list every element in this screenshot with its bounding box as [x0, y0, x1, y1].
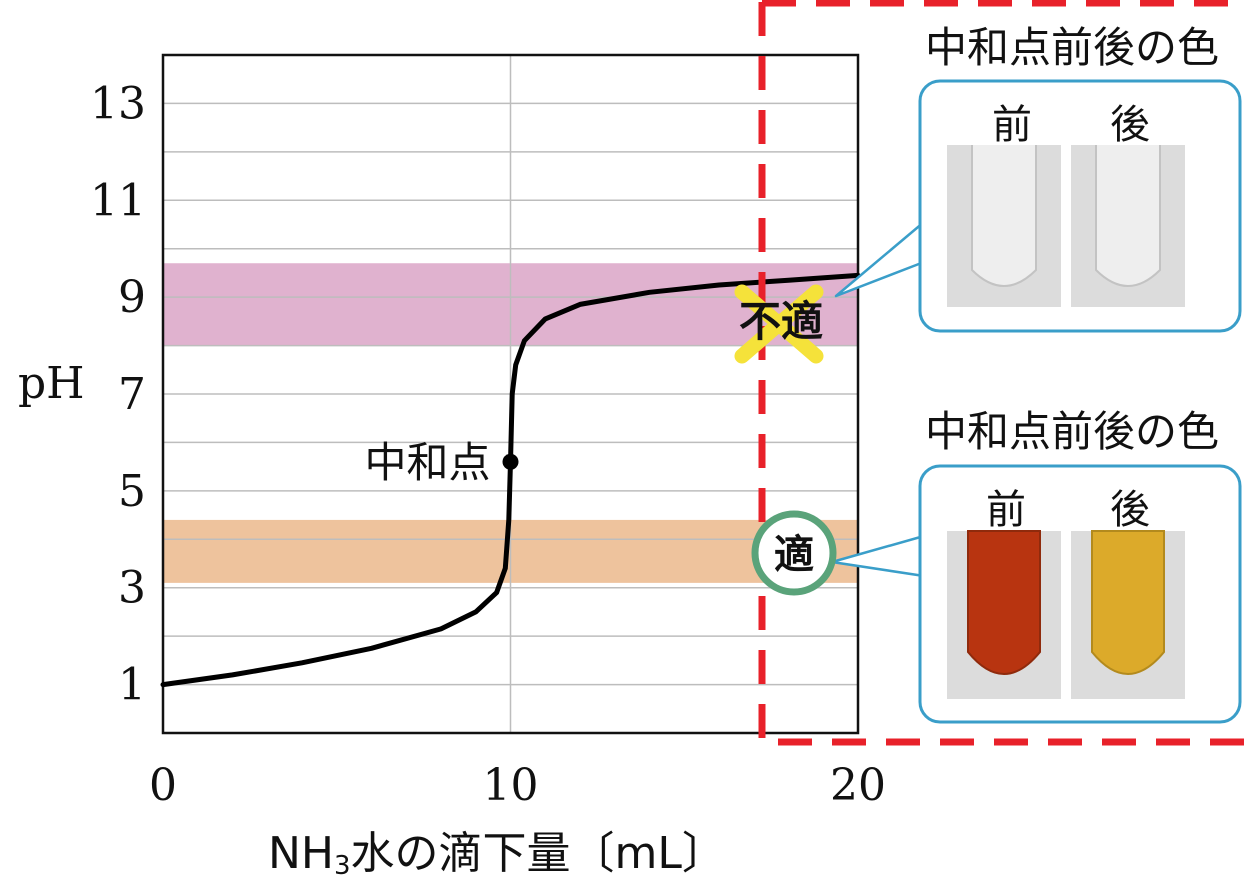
equivalence-point-marker — [502, 453, 519, 470]
suitable-circle-icon — [751, 510, 837, 596]
y-tick-label: 13 — [90, 78, 146, 129]
panel-2-after-label: 後 — [1110, 487, 1150, 533]
panel-2-after-tube-icon — [1091, 530, 1165, 675]
panel-1-after-tube-icon — [1095, 145, 1161, 287]
panel-1-before-label: 前 — [992, 102, 1032, 148]
y-tick-label: 5 — [118, 466, 146, 517]
x-tick-label: 0 — [149, 760, 177, 811]
y-tick-label: 11 — [90, 175, 146, 226]
y-tick-label: 7 — [118, 369, 146, 420]
panel-2-before-label: 前 — [986, 487, 1026, 533]
y-tick-label: 3 — [118, 563, 146, 614]
highlight-region-border — [758, 2, 1246, 746]
y-tick-label: 1 — [118, 660, 146, 711]
panel-1-title: 中和点前後の色 — [925, 23, 1219, 72]
y-tick-label: 9 — [118, 272, 146, 323]
plot-frame — [161, 53, 860, 735]
y-axis-label: pH — [18, 358, 85, 409]
suitable-label: 適 — [774, 532, 814, 578]
panel-2-title: 中和点前後の色 — [925, 407, 1219, 456]
callout-pointer-unsuitable — [834, 220, 926, 298]
x-axis-label: NH3水の滴下量〔mL〕 — [268, 828, 726, 880]
x-tick-label: 10 — [483, 760, 539, 811]
equivalence-point-label: 中和点 — [364, 438, 490, 487]
panel-1-before-tube-icon — [971, 145, 1037, 287]
panel-2-before-tube-icon — [967, 530, 1041, 675]
unsuitable-cross-icon — [734, 284, 824, 364]
panel-1-after-label: 後 — [1110, 102, 1150, 148]
unsuitable-label: 不適 — [739, 297, 823, 346]
x-tick-label: 20 — [830, 760, 886, 811]
